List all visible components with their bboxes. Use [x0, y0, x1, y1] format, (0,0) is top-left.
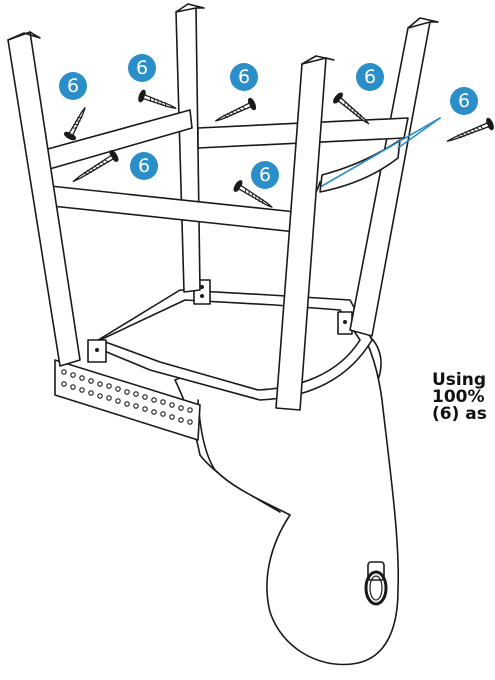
- instruction-text: Using 100% (6) as: [432, 372, 495, 423]
- rail-front-curved: [49, 185, 297, 233]
- instruction-line-3: (6) as: [432, 404, 487, 424]
- screws: [63, 89, 494, 208]
- instruction-line-2: 100%: [432, 387, 485, 407]
- screw-4-icon: [333, 92, 370, 125]
- screw-1-icon: [63, 107, 86, 141]
- stud-row-upper: [61, 369, 193, 413]
- part-badge-1: 6: [59, 72, 87, 100]
- part-badge-6: 6: [251, 161, 279, 189]
- instruction-line-1: Using: [432, 370, 487, 390]
- seat-apron-left: [54, 359, 201, 441]
- leg-front-left: [7, 31, 81, 367]
- screw-7-icon: [446, 117, 494, 142]
- leg-back-right: [349, 21, 431, 337]
- screw-3-icon: [215, 97, 257, 122]
- screw-2-icon: [138, 89, 177, 109]
- back-ring-handle: [364, 561, 388, 606]
- screw-5-icon: [72, 150, 119, 183]
- leg-front-left-top: [7, 31, 41, 41]
- screw-6-icon: [233, 180, 273, 208]
- leg-back-right-top: [407, 17, 439, 29]
- part-badge-5: 6: [130, 152, 158, 180]
- part-badge-7: 6: [450, 87, 478, 115]
- leg-back-left: [175, 7, 201, 293]
- part-badge-3: 6: [230, 63, 258, 91]
- stud-row-lower: [61, 381, 193, 425]
- seat-back-outline: [197, 329, 400, 666]
- part-badge-4: 6: [356, 63, 384, 91]
- bracket-bolts: [95, 285, 347, 352]
- part-badge-2: 6: [128, 54, 156, 82]
- leg-front-right-top: [301, 55, 335, 65]
- leg-back-left-top: [175, 3, 205, 13]
- leader-lines: [321, 117, 441, 187]
- leg-front-right: [275, 57, 327, 411]
